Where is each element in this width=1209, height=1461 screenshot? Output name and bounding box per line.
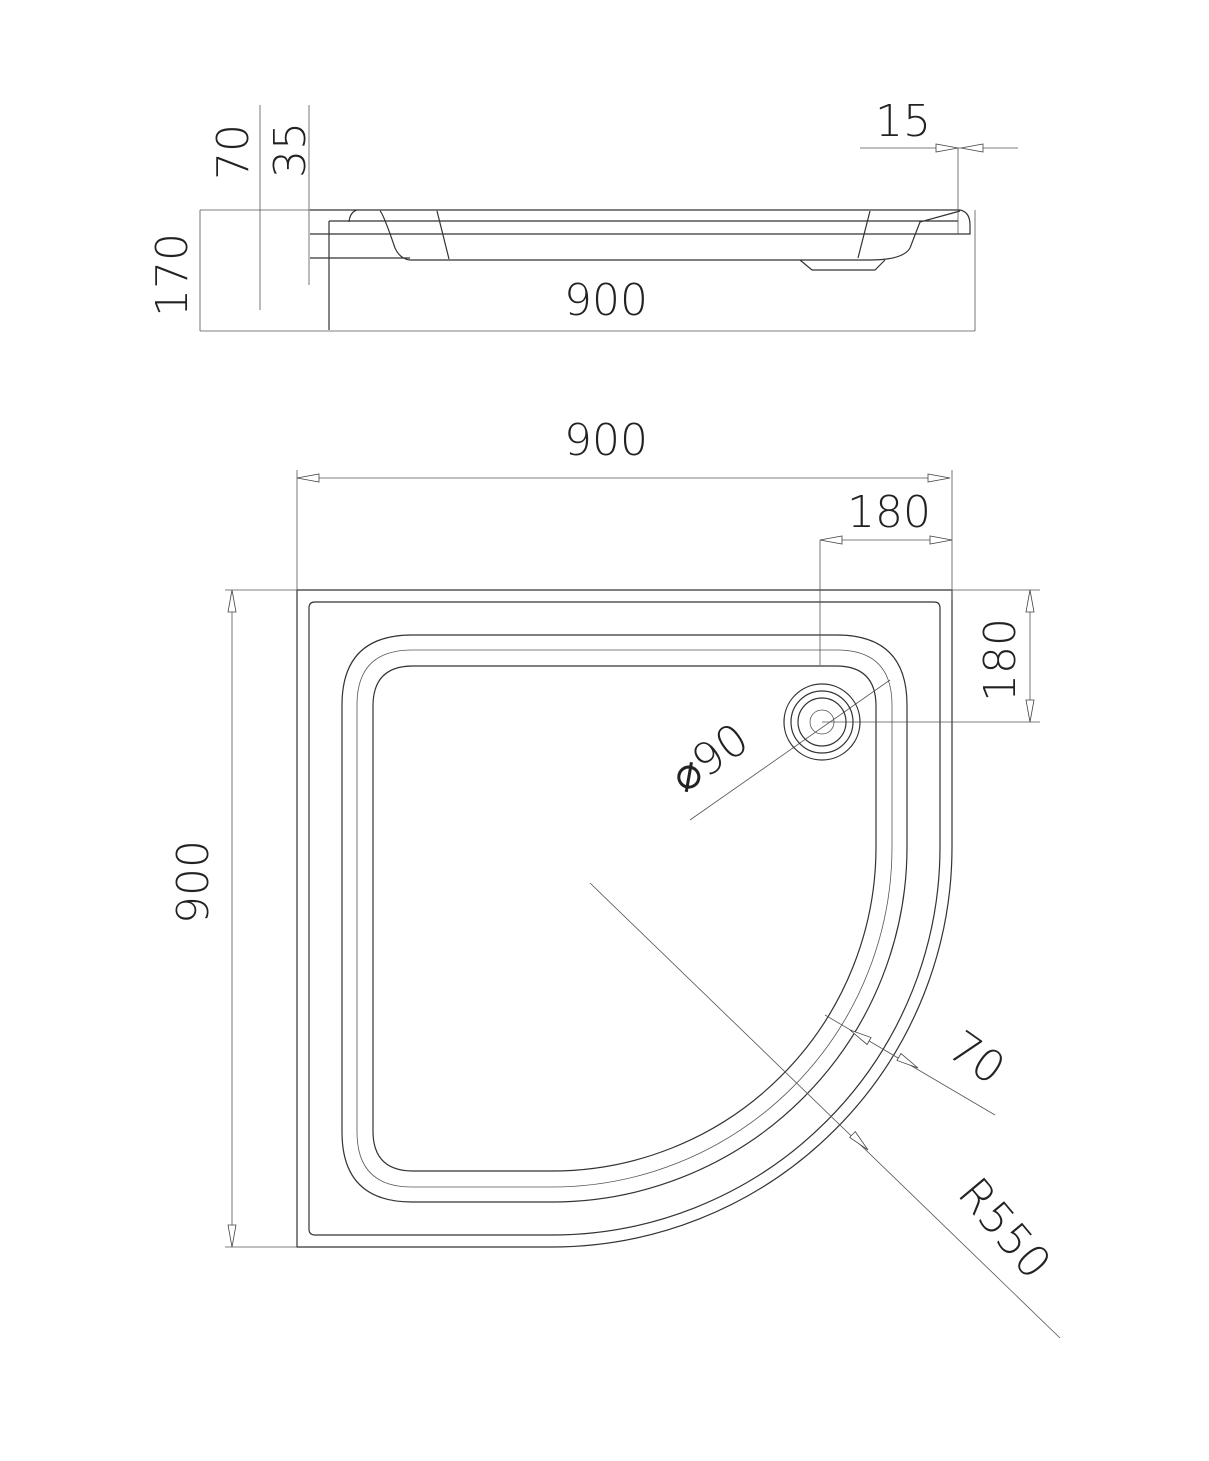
- dim-180-x: 180: [847, 487, 931, 538]
- dim-900-height: 900: [168, 840, 219, 924]
- arrow: [849, 1029, 872, 1046]
- drain-ring-3: [809, 709, 835, 735]
- arrow: [227, 589, 237, 613]
- top-view: 900 180 180 900 ⌀90 70 R550: [168, 415, 1061, 1339]
- arrow: [227, 1224, 237, 1248]
- dim-line-radius: [589, 882, 1061, 1339]
- arrow: [848, 1130, 869, 1151]
- dim-70-rim: 70: [939, 1021, 1014, 1095]
- dim-170: 170: [147, 233, 198, 317]
- arrow: [927, 473, 951, 483]
- dim-180-y: 180: [975, 618, 1026, 702]
- drain-ring-2: [797, 697, 847, 747]
- dim-35: 35: [265, 122, 316, 178]
- arrow: [819, 535, 843, 545]
- arrow: [896, 1052, 919, 1069]
- dim-r550: R550: [948, 1168, 1061, 1289]
- tray-outline-1: [308, 601, 941, 1236]
- drain-ring-1: [790, 690, 854, 754]
- tray-outline-0: [296, 589, 953, 1248]
- side-view: 170 70 35 15 900: [147, 96, 1018, 332]
- tray-outline-2: [341, 634, 908, 1203]
- dim-70: 70: [208, 124, 259, 180]
- arrow: [929, 535, 953, 545]
- arrow: [1025, 589, 1035, 613]
- dim-900-side: 900: [564, 275, 648, 326]
- arrow: [935, 143, 959, 153]
- drain-ring-0: [783, 683, 861, 761]
- tray-outline-4: [372, 665, 877, 1172]
- tray-outline-3: [356, 649, 893, 1188]
- dim-diameter-90: ⌀90: [661, 714, 758, 803]
- dim-15: 15: [875, 96, 931, 147]
- dim-900-width: 900: [564, 415, 648, 466]
- arrow: [296, 473, 320, 483]
- side-profile: [310, 209, 971, 330]
- arrow: [960, 143, 984, 153]
- arrow: [1025, 699, 1035, 723]
- dim-line-diameter: [689, 679, 891, 821]
